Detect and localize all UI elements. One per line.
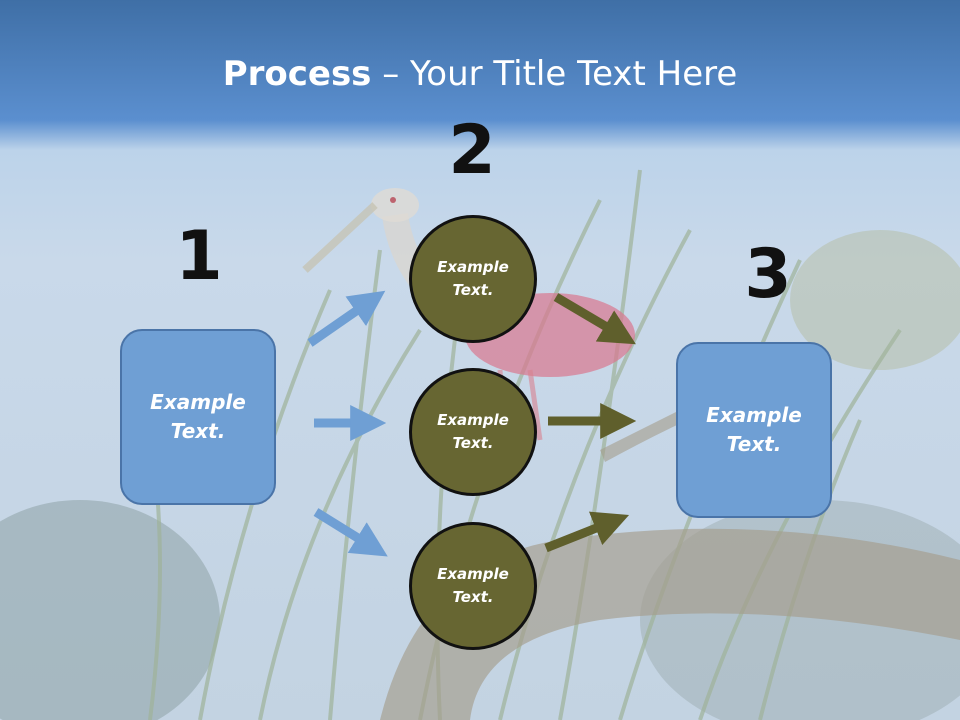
circle-middle-line2: Text. [452,434,494,452]
right-process-box: Example Text. [676,342,832,518]
left-process-box: Example Text. [120,329,276,505]
circle-middle: Example Text. [409,368,537,496]
title-rest-part: – Your Title Text Here [371,54,738,94]
circle-top-line2: Text. [452,281,494,299]
step-number-1: 1 [175,217,223,296]
right-box-line1: Example [706,403,802,427]
circle-bottom-line1: Example [437,565,509,583]
right-box-line2: Text. [726,432,782,456]
title-bold-part: Process [222,54,372,94]
circle-bottom-line2: Text. [452,588,494,606]
left-box-line1: Example [150,390,246,414]
circle-top-line1: Example [437,258,509,276]
circle-bottom: Example Text. [409,522,537,650]
step-number-2: 2 [448,111,496,190]
step-number-3: 3 [744,235,792,314]
circle-top: Example Text. [409,215,537,343]
left-box-line2: Text. [170,419,226,443]
slide-title: Process – Your Title Text Here [0,52,960,96]
circle-middle-line1: Example [437,411,509,429]
